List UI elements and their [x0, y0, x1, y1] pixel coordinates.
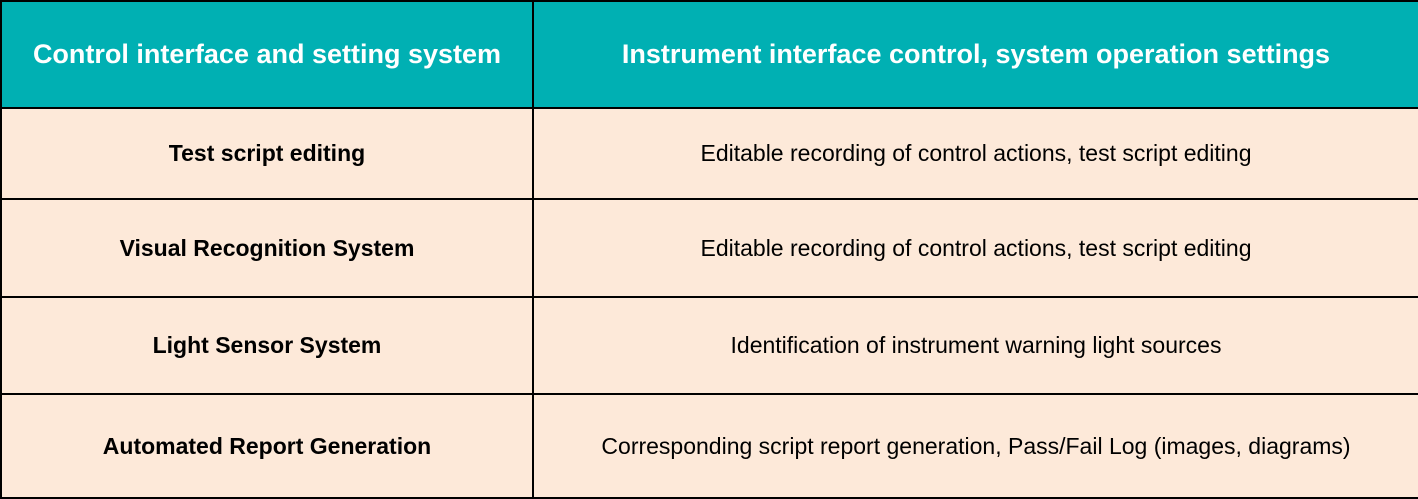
feature-cell: Light Sensor System [0, 296, 534, 395]
table-header-row: Control interface and setting system Ins… [0, 0, 1418, 109]
header-cell-left: Control interface and setting system [0, 0, 534, 109]
feature-cell: Automated Report Generation [0, 393, 534, 499]
table-row: Light Sensor System Identification of in… [0, 296, 1418, 395]
description-cell: Editable recording of control actions, t… [532, 107, 1418, 200]
description-cell: Editable recording of control actions, t… [532, 198, 1418, 298]
table-row: Automated Report Generation Correspondin… [0, 393, 1418, 499]
feature-cell: Visual Recognition System [0, 198, 534, 298]
description-cell: Corresponding script report generation, … [532, 393, 1418, 499]
feature-cell: Test script editing [0, 107, 534, 200]
table-row: Visual Recognition System Editable recor… [0, 198, 1418, 298]
description-cell: Identification of instrument warning lig… [532, 296, 1418, 395]
header-cell-right: Instrument interface control, system ope… [532, 0, 1418, 109]
table-row: Test script editing Editable recording o… [0, 107, 1418, 200]
